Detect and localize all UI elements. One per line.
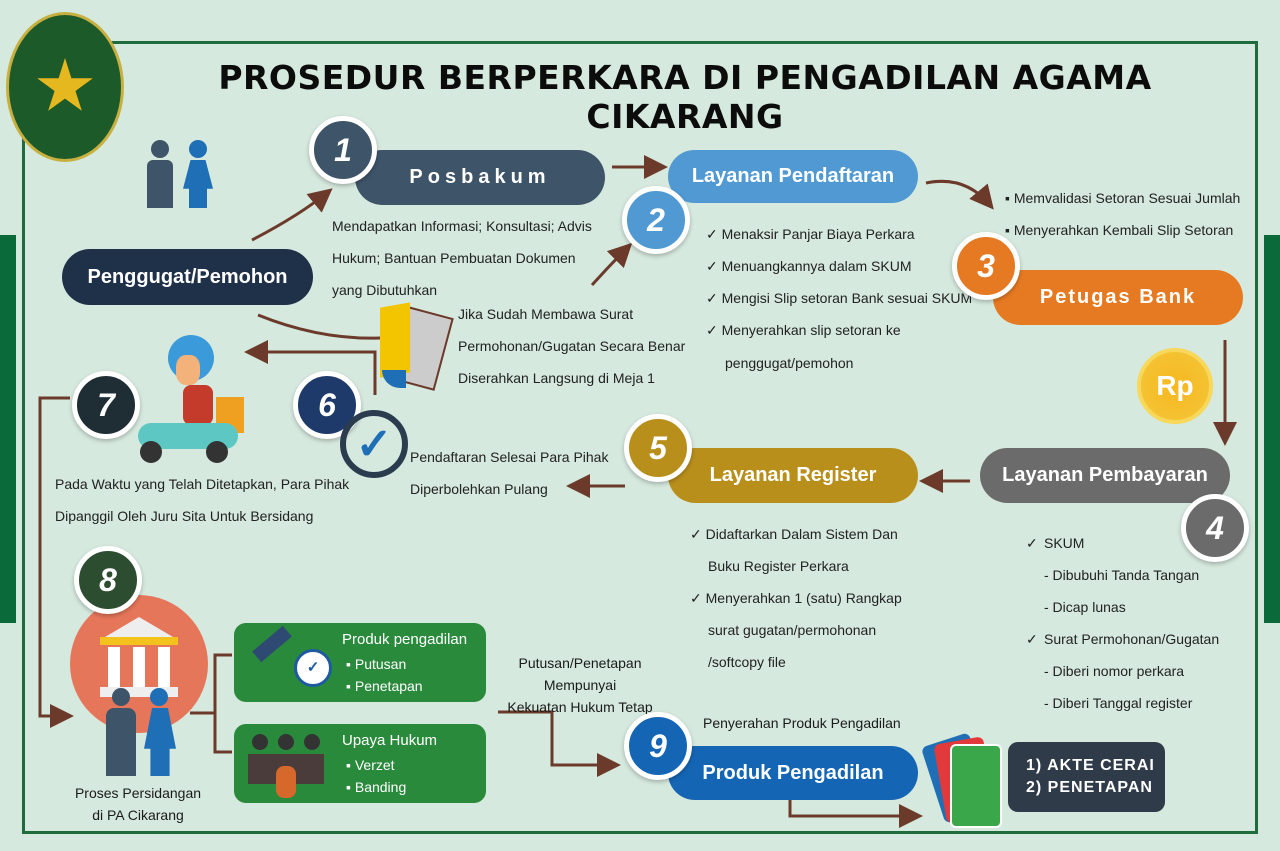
bracket-8-branches bbox=[190, 653, 232, 754]
courier-scooter-icon bbox=[128, 335, 248, 465]
step-8-caption: Proses Persidangan di PA Cikarang bbox=[60, 782, 216, 826]
text-line: Permohonan/Gugatan Secara Benar bbox=[458, 338, 686, 354]
text-line: Diserahkan Langsung di Meja 1 bbox=[458, 370, 655, 386]
step-6-text: Pendaftaran Selesai Para Pihak Diperbole… bbox=[410, 441, 608, 505]
list-item: Verzet bbox=[346, 754, 406, 776]
list-item: Banding bbox=[346, 776, 406, 798]
step-7-text: Pada Waktu yang Telah Ditetapkan, Para P… bbox=[55, 468, 349, 532]
text-line: Dipanggil Oleh Juru Sita Untuk Bersidang bbox=[55, 508, 314, 524]
list-item: - Diberi Tanggal register bbox=[1044, 695, 1193, 711]
box-title: Upaya Hukum bbox=[342, 732, 438, 749]
line-start-to-doc bbox=[257, 313, 381, 340]
text-line: Putusan/Penetapan Mempunyai bbox=[518, 655, 642, 693]
arrow-products-to-9 bbox=[498, 710, 621, 777]
list-item: /softcopy file bbox=[708, 654, 786, 670]
plaintiff-pill: Penggugat/Pemohon bbox=[62, 249, 313, 305]
content-frame bbox=[22, 41, 1258, 834]
bank-pill: Petugas Bank bbox=[993, 270, 1243, 325]
check-icon: ✓ bbox=[1026, 535, 1038, 551]
list-item: Buku Register Perkara bbox=[708, 558, 849, 574]
right-accent-bar bbox=[1264, 235, 1280, 623]
inkracht-note: Putusan/Penetapan Mempunyai Kekuatan Huk… bbox=[490, 652, 670, 718]
list-item: Surat Permohonan/Gugatan bbox=[1044, 631, 1220, 647]
text-line: yang Dibutuhkan bbox=[332, 282, 438, 298]
list-item: Menaksir Panjar Biaya Perkara bbox=[706, 218, 972, 250]
text-line: Kekuatan Hukum Tetap bbox=[507, 699, 653, 715]
output-item: 1) AKTE CERAI bbox=[1026, 757, 1155, 774]
output-item: 2) PENETAPAN bbox=[1026, 779, 1153, 796]
posbakum-description: Mendapatkan Informasi; Konsultasi; Advis… bbox=[332, 210, 592, 306]
list-item: - Diberi nomor perkara bbox=[1044, 663, 1185, 679]
check-icon: ✓ bbox=[1026, 631, 1038, 647]
pembayaran-list: SKUM - Dibubuhi Tanda Tangan - Dicap lun… bbox=[1026, 527, 1219, 719]
courthouse-icon bbox=[70, 595, 208, 733]
checkmark-icon: ✓ bbox=[340, 410, 408, 478]
register-list: ✓ Didaftarkan Dalam Sistem Dan Buku Regi… bbox=[690, 518, 902, 678]
direct-submission-note: Jika Sudah Membawa Surat Permohonan/Guga… bbox=[458, 298, 685, 394]
pendaftaran-pill: Layanan Pendaftaran bbox=[668, 150, 918, 203]
arrow-start-to-posbakum bbox=[251, 188, 333, 242]
pendaftaran-list: Menaksir Panjar Biaya Perkara Menuangkan… bbox=[706, 218, 973, 346]
page-title: PROSEDUR BERPERKARA DI PENGADILAN AGAMA … bbox=[218, 58, 1152, 136]
list-item: Putusan bbox=[346, 653, 423, 675]
list-item: surat gugatan/permohonan bbox=[708, 622, 877, 638]
list-item: Mengisi Slip setoran Bank sesuai SKUM bbox=[706, 282, 973, 314]
list-item: Menyerahkan slip setoran ke bbox=[706, 314, 972, 346]
upaya-hukum-box: Upaya Hukum Verzet Banding bbox=[234, 724, 486, 803]
produk-pengadilan-box: ✓ Produk pengadilan Putusan Penetapan bbox=[234, 623, 486, 702]
left-accent-bar bbox=[0, 235, 16, 623]
text-line: Hukum; Bantuan Pembuatan Dokumen bbox=[332, 250, 576, 266]
step-9-badge: 9 bbox=[624, 712, 692, 780]
step-2-badge: 2 bbox=[622, 186, 690, 254]
posbakum-pill: Posbakum bbox=[355, 150, 605, 205]
box-title: Produk pengadilan bbox=[342, 631, 468, 648]
arrow-doc-to-pendaftaran bbox=[590, 242, 633, 287]
list-item-continuation: penggugat/pemohon bbox=[725, 355, 854, 371]
step-9-caption: Penyerahan Produk Pengadilan bbox=[703, 715, 901, 731]
step-4-badge: 4 bbox=[1181, 494, 1249, 562]
arrow-pendaftaran-to-bank bbox=[925, 179, 994, 210]
text-line: Proses Persidangan bbox=[74, 785, 202, 801]
text-line: di PA Cikarang bbox=[92, 807, 184, 823]
list-item: - Dicap lunas bbox=[1044, 599, 1126, 615]
list-item: Menyerahkan Kembali Slip Setoran bbox=[1005, 214, 1240, 246]
list-item-text: Menyerahkan 1 (satu) Rangkap bbox=[705, 590, 902, 606]
register-pill: Layanan Register bbox=[668, 448, 918, 503]
step-3-badge: 3 bbox=[952, 232, 1020, 300]
plaintiff-people-icon bbox=[145, 140, 225, 210]
list-item: Penetapan bbox=[346, 675, 423, 697]
gavel-icon bbox=[252, 625, 292, 663]
step-8-badge: 8 bbox=[74, 546, 142, 614]
arrow-7-to-8 bbox=[38, 396, 74, 728]
text-line: Pada Waktu yang Telah Ditetapkan, Para P… bbox=[55, 476, 350, 492]
list-item-text: Didaftarkan Dalam Sistem Dan bbox=[705, 526, 898, 542]
list-item: ✓ Didaftarkan Dalam Sistem Dan bbox=[690, 526, 898, 542]
clipboard-icon: ✓ bbox=[294, 649, 332, 687]
coin-label: Rp bbox=[1156, 370, 1194, 401]
text-line: Pendaftaran Selesai Para Pihak bbox=[410, 449, 609, 465]
rupiah-coin-icon: Rp bbox=[1137, 348, 1213, 424]
list-item: ✓ Menyerahkan 1 (satu) Rangkap bbox=[690, 590, 902, 606]
list-item: - Dibubuhi Tanda Tangan bbox=[1044, 567, 1200, 583]
pembayaran-pill: Layanan Pembayaran bbox=[980, 448, 1230, 503]
final-output-box: 1) AKTE CERAI 2) PENETAPAN bbox=[1008, 742, 1165, 812]
text-line: Jika Sudah Membawa Surat bbox=[458, 306, 634, 322]
text-line: Mendapatkan Informasi; Konsultasi; Advis bbox=[332, 218, 592, 234]
list-item: Memvalidasi Setoran Sesuai Jumlah bbox=[1005, 182, 1240, 214]
arrow-6-to-7 bbox=[244, 340, 377, 395]
bank-list: Memvalidasi Setoran Sesuai Jumlah Menyer… bbox=[1005, 182, 1240, 246]
list-item: SKUM bbox=[1044, 535, 1085, 551]
judges-panel-icon bbox=[248, 734, 324, 798]
document-folder-icon bbox=[380, 300, 454, 395]
documents-stack-icon bbox=[920, 728, 1008, 838]
step-7-badge: 7 bbox=[72, 371, 140, 439]
list-item: Menuangkannya dalam SKUM bbox=[706, 250, 972, 282]
text-line: Diperbolehkan Pulang bbox=[410, 481, 548, 497]
step-1-badge: 1 bbox=[309, 116, 377, 184]
step-5-badge: 5 bbox=[624, 414, 692, 482]
court-logo bbox=[6, 12, 124, 162]
produk-pengadilan-pill: Produk Pengadilan bbox=[668, 746, 918, 800]
litigants-icon bbox=[104, 688, 184, 778]
